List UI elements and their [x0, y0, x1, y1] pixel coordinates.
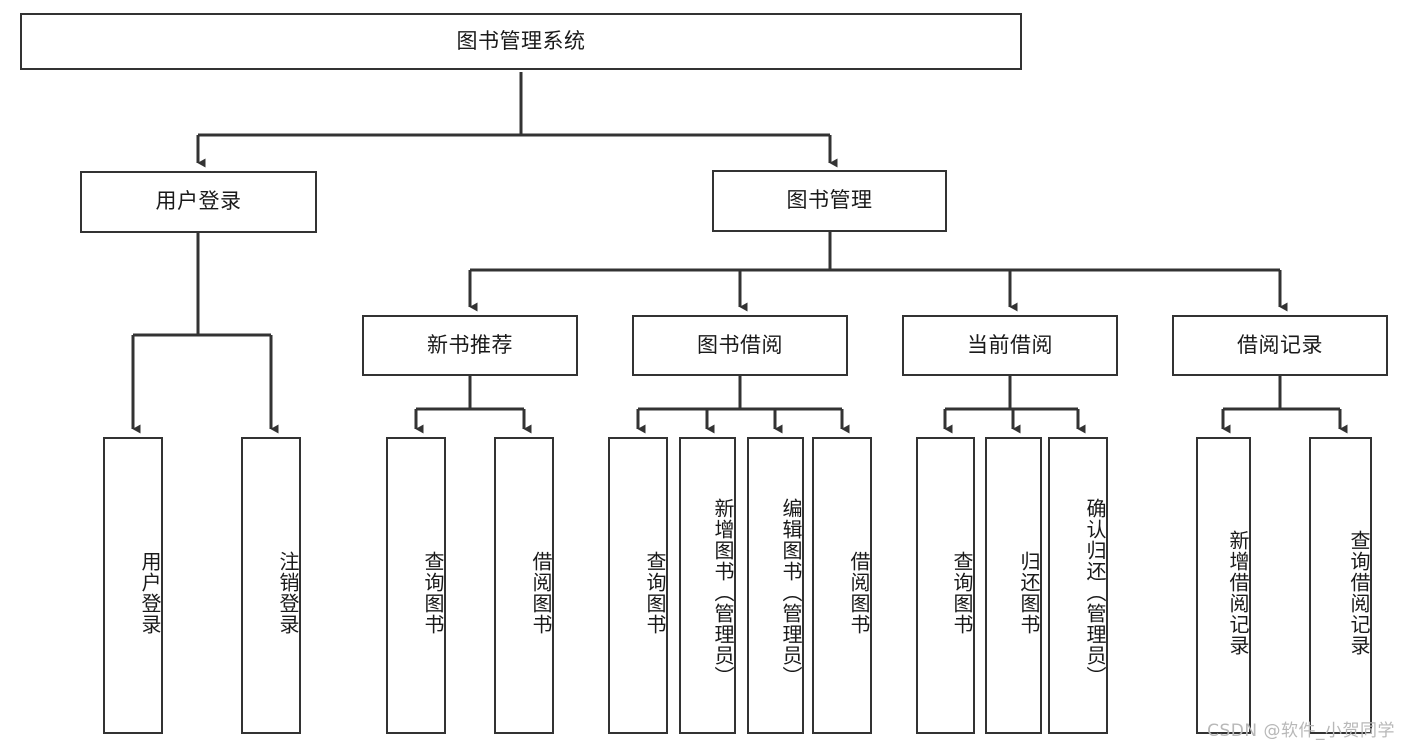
- node-label: 查询图书: [421, 550, 445, 635]
- node-label: 归还图书: [1017, 550, 1041, 635]
- node-label: 借阅图书: [529, 550, 553, 635]
- leaf-current-return-book[interactable]: 归还图书: [985, 437, 1042, 734]
- leaf-borrow-edit-book[interactable]: 编辑图书（管理员）: [747, 437, 804, 734]
- leaf-borrow-add-book[interactable]: 新增图书（管理员）: [679, 437, 736, 734]
- leaf-current-query-book[interactable]: 查询图书: [916, 437, 975, 734]
- node-label: 编辑图书（管理员）: [779, 498, 803, 687]
- node-label: 注销登录: [276, 550, 300, 635]
- leaf-user-login[interactable]: 用户登录: [103, 437, 163, 734]
- node-label: 借阅图书: [847, 550, 871, 635]
- node-label: 查询图书: [950, 550, 974, 635]
- node-label: 查询借阅记录: [1347, 529, 1371, 656]
- node-label: 用户登录: [155, 189, 242, 214]
- node-label: 借阅记录: [1237, 332, 1323, 357]
- node-label: 查询图书: [643, 550, 667, 635]
- node-new-book-recommend[interactable]: 新书推荐: [362, 315, 578, 376]
- node-label: 图书管理: [786, 188, 873, 213]
- leaf-borrow-query-book[interactable]: 查询图书: [608, 437, 668, 734]
- leaf-record-query[interactable]: 查询借阅记录: [1309, 437, 1372, 734]
- leaf-new-book-borrow[interactable]: 借阅图书: [494, 437, 554, 734]
- node-borrow-record[interactable]: 借阅记录: [1172, 315, 1388, 376]
- node-label: 图书借阅: [697, 332, 783, 357]
- node-root-system[interactable]: 图书管理系统: [20, 13, 1022, 70]
- leaf-new-book-query[interactable]: 查询图书: [386, 437, 446, 734]
- leaf-current-confirm-return[interactable]: 确认归还（管理员）: [1048, 437, 1108, 734]
- node-label: 当前借阅: [967, 332, 1053, 357]
- node-label: 图书管理系统: [456, 28, 586, 53]
- node-label: 新书推荐: [427, 332, 513, 357]
- leaf-borrow-borrow-book[interactable]: 借阅图书: [812, 437, 872, 734]
- node-current-borrow[interactable]: 当前借阅: [902, 315, 1118, 376]
- node-user-login[interactable]: 用户登录: [80, 171, 317, 233]
- leaf-record-add[interactable]: 新增借阅记录: [1196, 437, 1251, 734]
- node-label: 确认归还（管理员）: [1083, 498, 1107, 687]
- node-label: 用户登录: [138, 550, 162, 635]
- node-label: 新增图书（管理员）: [711, 498, 735, 687]
- node-book-management[interactable]: 图书管理: [712, 170, 947, 232]
- csdn-watermark: CSDN @软件_小贺同学: [1207, 721, 1395, 741]
- node-label: 新增借阅记录: [1226, 529, 1250, 656]
- leaf-user-logout[interactable]: 注销登录: [241, 437, 301, 734]
- node-book-borrow[interactable]: 图书借阅: [632, 315, 848, 376]
